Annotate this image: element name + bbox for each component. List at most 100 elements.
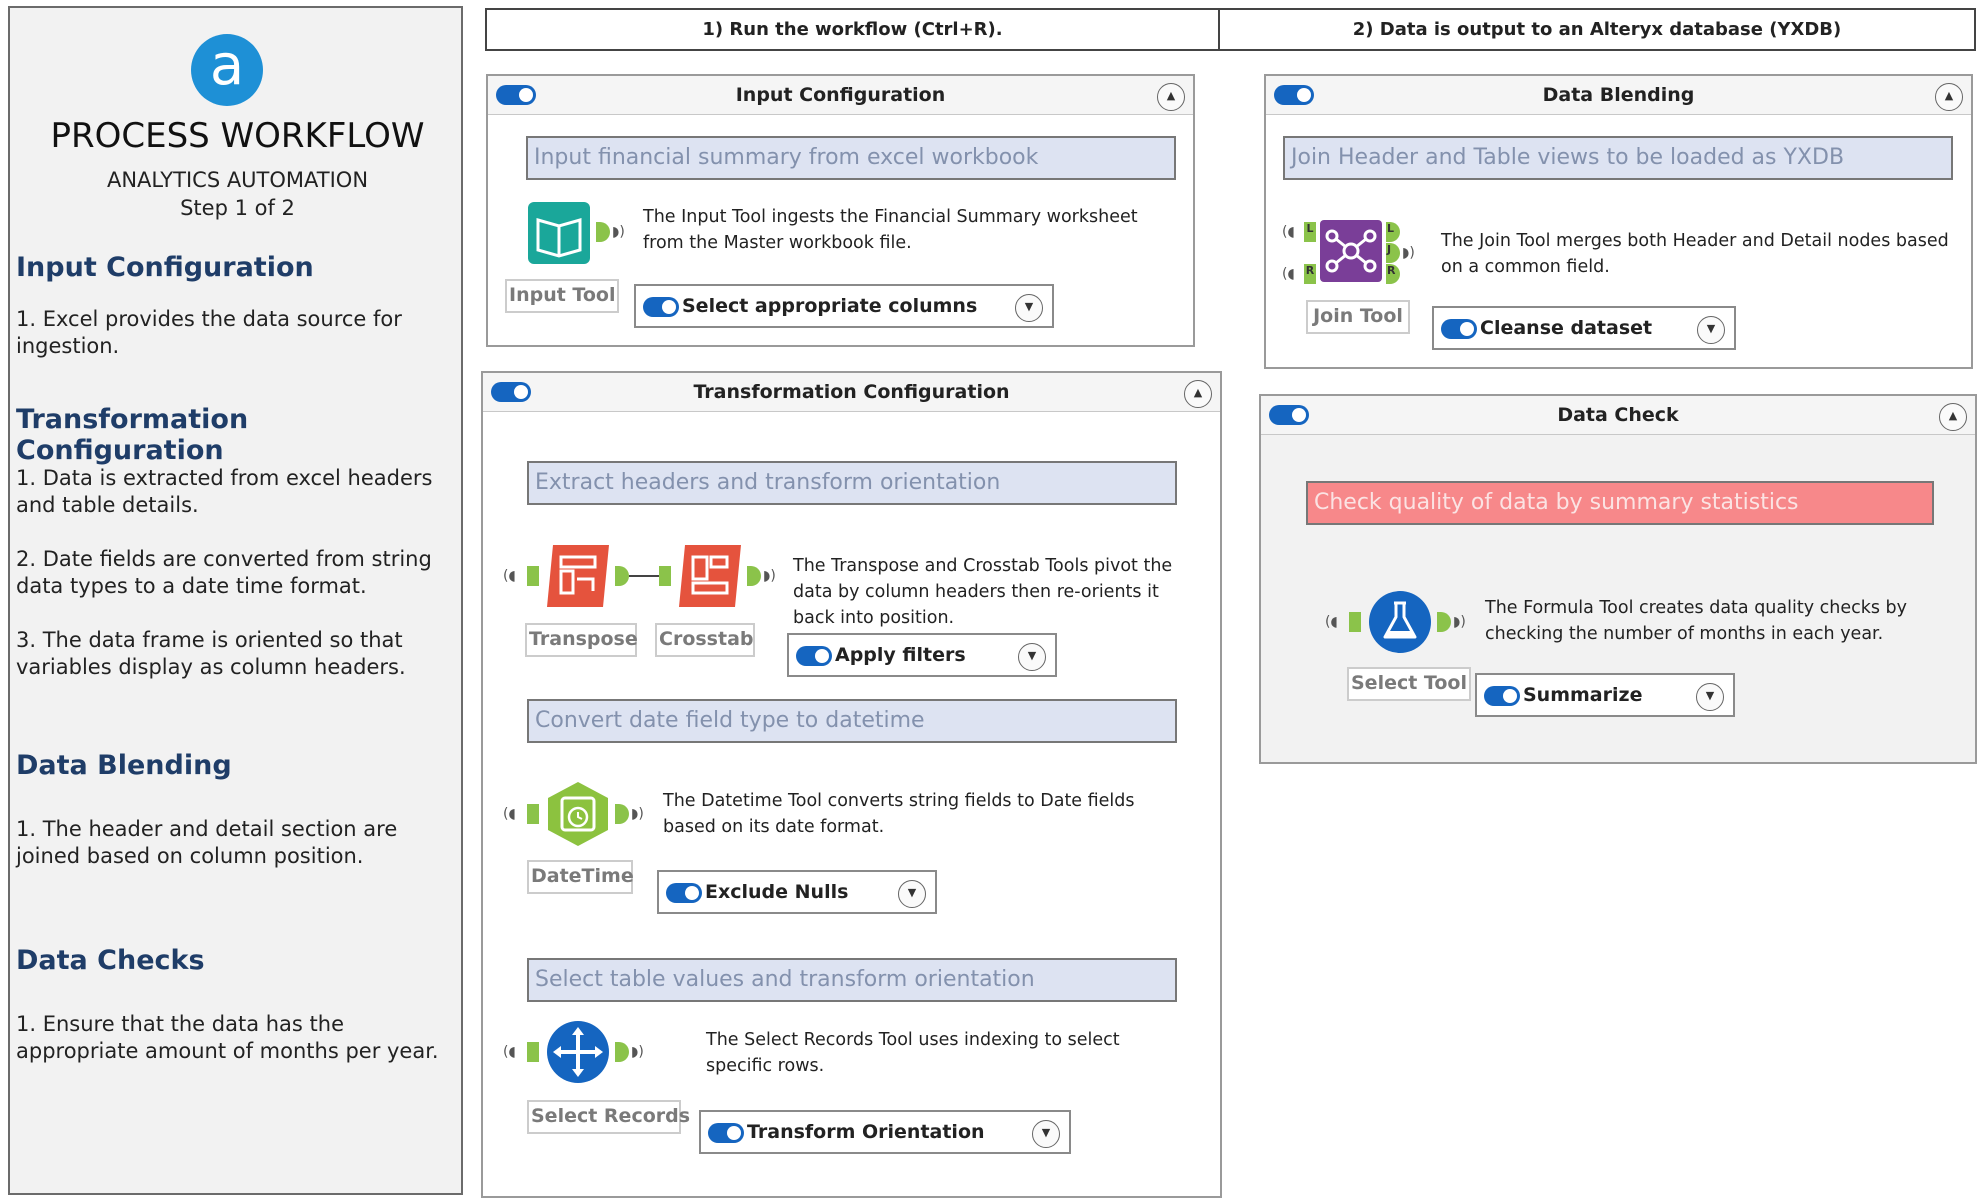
right-output-anchor-icon[interactable]: R (1386, 264, 1400, 284)
signal-icon: ◗) (1453, 614, 1466, 630)
panel-step: Step 1 of 2 (180, 196, 295, 220)
left-output-anchor-icon[interactable]: L (1386, 222, 1400, 242)
toggle-icon[interactable] (491, 382, 531, 402)
action-apply-filters[interactable]: Apply filters ▼ (787, 633, 1057, 677)
section-item: 2. Date fields are converted from string… (16, 547, 432, 598)
section-heading: Transformation Configuration (16, 404, 249, 466)
expand-icon[interactable]: ▼ (1032, 1120, 1060, 1148)
section-item: 3. The data frame is oriented so that va… (16, 628, 406, 679)
expand-icon[interactable]: ▼ (1018, 643, 1046, 671)
action-label: Exclude Nulls (705, 881, 849, 903)
action-label: Cleanse dataset (1480, 317, 1653, 339)
collapse-icon[interactable]: ▲ (1935, 83, 1963, 111)
input-configuration-container: Input Configuration ▲ Input financial su… (486, 74, 1195, 347)
output-anchor-icon[interactable] (596, 222, 610, 242)
toggle-icon[interactable] (496, 85, 536, 105)
output-anchor-icon[interactable] (747, 566, 761, 586)
toggle-icon[interactable] (1484, 686, 1520, 706)
container-header (1261, 396, 1975, 435)
container-header (483, 373, 1220, 412)
signal-icon: ◗) (631, 806, 644, 822)
output-anchor-icon[interactable] (615, 566, 629, 586)
signal-icon: (◖ (503, 1044, 516, 1060)
container-header (1266, 76, 1971, 115)
section-item: 1. Excel provides the data source for in… (16, 307, 402, 358)
tool-label: DateTime (527, 860, 634, 894)
input-anchor-icon[interactable] (527, 566, 539, 586)
connection-line (629, 575, 659, 577)
action-cleanse-dataset[interactable]: Cleanse dataset ▼ (1432, 306, 1736, 350)
section-item: 1. Ensure that the data has the appropri… (16, 1012, 439, 1063)
step2-text: 2) Data is output to an Alteryx database… (1352, 19, 1842, 40)
container-title: Transformation Configuration (693, 381, 1010, 403)
action-exclude-nulls[interactable]: Exclude Nulls ▼ (657, 870, 937, 914)
input-anchor-icon[interactable] (1349, 612, 1361, 632)
output-anchor-icon[interactable] (615, 804, 629, 824)
section-heading: Data Blending (16, 750, 232, 781)
collapse-icon[interactable]: ▲ (1184, 380, 1212, 408)
expand-icon[interactable]: ▼ (1015, 294, 1043, 322)
join-output-anchor-icon[interactable]: J (1386, 243, 1400, 263)
join-tool-icon[interactable] (1318, 218, 1384, 284)
signal-icon: ◗) (631, 1044, 644, 1060)
tool-description: The Select Records Tool uses indexing to… (706, 1030, 1120, 1076)
data-blending-container: Data Blending ▲ Join Header and Table vi… (1264, 74, 1973, 369)
transformation-configuration-container: Transformation Configuration ▲ Extract h… (481, 371, 1222, 1198)
left-anchor-icon[interactable]: L (1304, 222, 1316, 242)
section-item: 1. Data is extracted from excel headers … (16, 466, 433, 517)
crosstab-tool-icon[interactable] (677, 543, 743, 609)
action-summarize[interactable]: Summarize ▼ (1475, 673, 1735, 717)
toggle-icon[interactable] (643, 297, 679, 317)
datetime-tool-icon[interactable] (545, 781, 611, 847)
comment-box: Convert date field type to datetime (527, 699, 1177, 743)
signal-icon: (◖ (503, 568, 516, 584)
comment-box: Input financial summary from excel workb… (526, 136, 1176, 180)
action-select-columns[interactable]: Select appropriate columns ▼ (634, 284, 1054, 328)
select-records-tool-icon[interactable] (545, 1019, 611, 1085)
signal-icon: ◗) (612, 224, 625, 240)
tool-label: Crosstab (655, 623, 755, 657)
right-anchor-icon[interactable]: R (1304, 264, 1316, 284)
collapse-icon[interactable]: ▲ (1157, 83, 1185, 111)
input-anchor-icon[interactable] (527, 1042, 539, 1062)
description-panel: a PROCESS WORKFLOW ANALYTICS AUTOMATION … (8, 6, 463, 1195)
output-anchor-icon[interactable] (1437, 612, 1451, 632)
toggle-icon[interactable] (796, 646, 832, 666)
transpose-tool-icon[interactable] (545, 543, 611, 609)
input-tool-icon[interactable] (526, 200, 592, 266)
action-transform-orientation[interactable]: Transform Orientation ▼ (699, 1110, 1071, 1154)
collapse-icon[interactable]: ▲ (1939, 403, 1967, 431)
expand-icon[interactable]: ▼ (898, 880, 926, 908)
input-anchor-icon[interactable] (527, 804, 539, 824)
tool-label: Join Tool (1306, 300, 1410, 334)
formula-tool-icon[interactable] (1367, 589, 1433, 655)
comment-box: Select table values and transform orient… (527, 958, 1177, 1002)
container-title: Data Check (1557, 404, 1679, 426)
tool-label: Select Tool (1347, 667, 1471, 701)
toggle-icon[interactable] (708, 1123, 744, 1143)
toggle-icon[interactable] (666, 883, 702, 903)
signal-icon: ◗) (763, 568, 776, 584)
section-heading: Data Checks (16, 945, 205, 976)
toggle-icon[interactable] (1269, 405, 1309, 425)
section-heading: Input Configuration (16, 252, 314, 283)
tool-label: Input Tool (505, 279, 619, 313)
action-label: Transform Orientation (747, 1121, 985, 1143)
tool-description: The Transpose and Crosstab Tools pivot t… (793, 556, 1173, 628)
signal-icon: (◖ (1282, 224, 1295, 240)
toggle-icon[interactable] (1274, 85, 1314, 105)
signal-icon: (◖ (1282, 266, 1295, 282)
toggle-icon[interactable] (1441, 319, 1477, 339)
action-label: Summarize (1523, 684, 1643, 706)
tool-label: Select Records (527, 1100, 690, 1134)
comment-box: Join Header and Table views to be loaded… (1283, 136, 1953, 180)
signal-icon: (◖ (503, 806, 516, 822)
step1-header: 1) Run the workflow (Ctrl+R). (485, 8, 1220, 51)
comment-box: Check quality of data by summary statist… (1306, 481, 1934, 525)
expand-icon[interactable]: ▼ (1697, 316, 1725, 344)
output-anchor-icon[interactable] (615, 1042, 629, 1062)
expand-icon[interactable]: ▼ (1696, 683, 1724, 711)
comment-box: Extract headers and transform orientatio… (527, 461, 1177, 505)
action-label: Apply filters (835, 644, 966, 666)
input-anchor-icon[interactable] (659, 566, 671, 586)
